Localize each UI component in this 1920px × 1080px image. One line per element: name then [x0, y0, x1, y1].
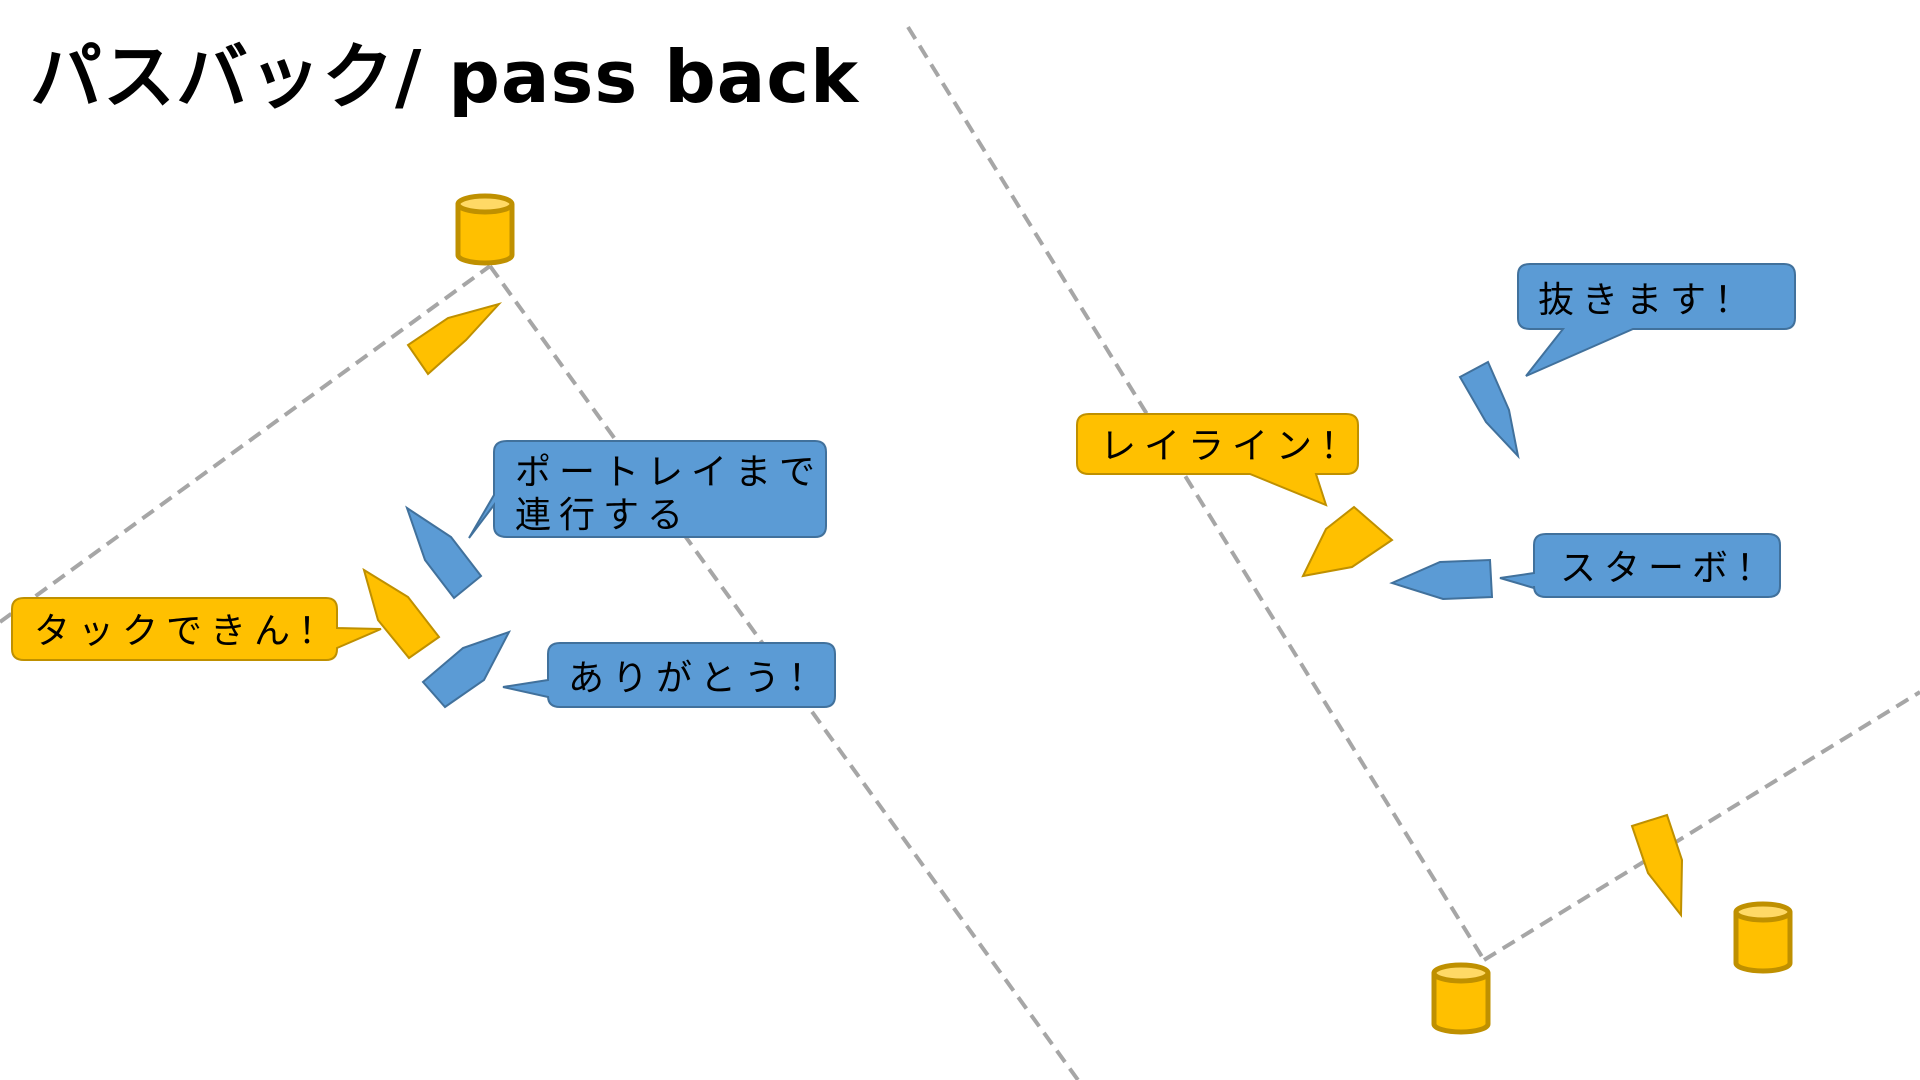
bubble-starboard: スターボ！	[1499, 533, 1781, 598]
laylines	[0, 25, 1920, 1080]
bubble-layline: レイライン！	[1076, 413, 1364, 507]
mark-bottom-left	[1431, 962, 1491, 1035]
mark-top	[455, 193, 515, 266]
bubble-portray: ポートレイまで 連行する	[468, 440, 827, 539]
bubble-text: ポートレイまで	[515, 452, 823, 493]
mark-bottom-right	[1733, 901, 1793, 974]
boat-yellow-right	[1301, 505, 1394, 578]
layline-right-port	[1482, 690, 1920, 962]
bubble-tack: タックできん！	[11, 597, 382, 661]
layline-right-starboard	[906, 25, 1486, 962]
layline-left-port	[0, 264, 492, 624]
bubble-text: 抜きます！	[1538, 280, 1758, 321]
boat-yellow-top	[406, 302, 503, 376]
boat-blue-left-lower	[421, 630, 512, 709]
bubble-thanks: ありがとう！	[502, 642, 836, 708]
page-title: パスバック/ pass back	[30, 35, 859, 119]
bubble-text: タックできん！	[34, 611, 342, 652]
layline-left-starboard	[488, 264, 1080, 1080]
bubble-text: 連行する	[515, 495, 691, 536]
bubble-text: ありがとう！	[568, 658, 832, 699]
bubble-text: レイライン！	[1100, 426, 1364, 467]
boat-yellow-bottom-right	[1630, 813, 1684, 918]
bubble-passing: 抜きます！	[1517, 263, 1796, 377]
boat-blue-left-upper	[405, 505, 483, 600]
boat-blue-right-starboard	[1389, 558, 1494, 601]
boat-blue-right-upper	[1458, 360, 1520, 460]
boat-yellow-left	[362, 567, 441, 660]
bubble-text: スターボ！	[1560, 548, 1780, 589]
